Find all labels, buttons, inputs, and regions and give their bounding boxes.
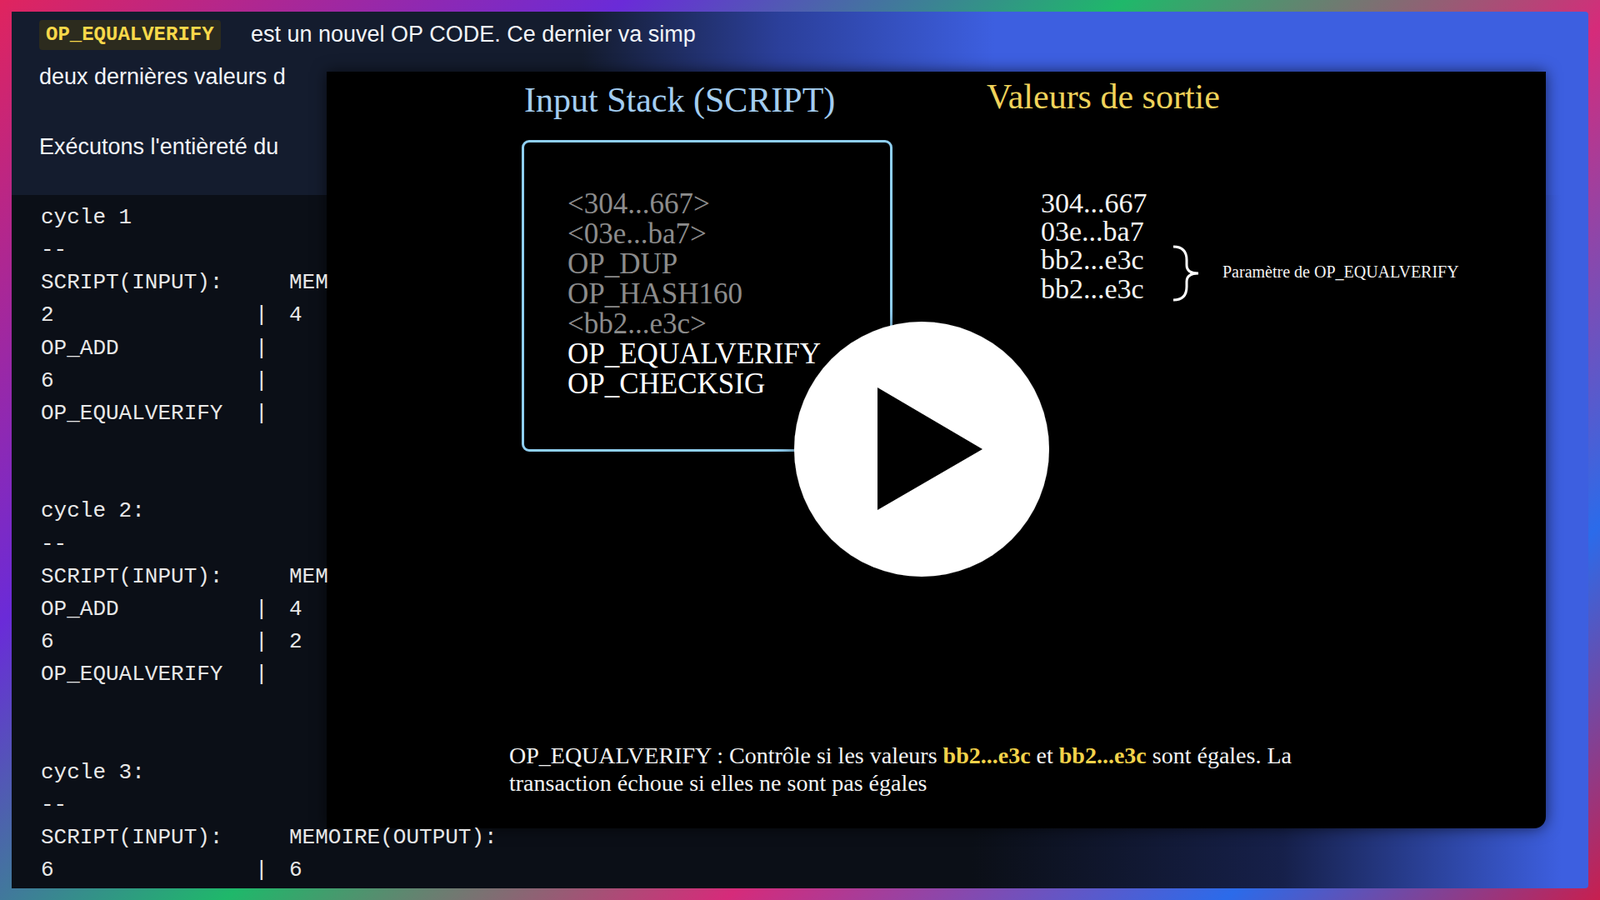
separator: -- <box>40 531 67 557</box>
stack-cell: 6 <box>289 857 303 883</box>
stack-cell: OP_ADD <box>40 596 120 622</box>
play-circle <box>794 321 1050 577</box>
stack-cell: 6 <box>40 857 55 883</box>
column-bar: | <box>255 302 269 328</box>
intro-text: deux dernières valeurs d <box>39 63 286 90</box>
output-value: 03e...ba7 <box>1040 216 1145 247</box>
column-header: MEMOIRE(OUTPUT): <box>289 825 498 850</box>
video-frame <box>326 71 1546 829</box>
separator: -- <box>40 237 67 263</box>
column-bar: | <box>255 629 269 655</box>
stack-cell: 4 <box>289 302 303 328</box>
intro-text: Exécutons l'entièreté du <box>39 133 279 160</box>
column-bar: | <box>255 596 269 622</box>
column-header: MEM <box>289 564 329 590</box>
curly-brace <box>1173 246 1199 300</box>
cycle-title: cycle 1 <box>40 205 132 230</box>
caption-text: OP_EQUALVERIFY : Contrôle si les valeurs <box>509 742 938 769</box>
highlight-value: bb2...e3c <box>943 742 1031 769</box>
inline-code: OP_EQUALVERIFY <box>39 20 221 50</box>
column-header: SCRIPT(INPUT): <box>40 825 223 850</box>
stack-cell: OP_EQUALVERIFY <box>40 400 223 426</box>
stack-cell: OP_EQUALVERIFY <box>40 661 223 687</box>
caption-block: OP_EQUALVERIFY : Contrôle si les valeurs… <box>509 741 1351 797</box>
stack-box: Input Stack (SCRIPT)<304...667><03e...ba… <box>521 140 893 452</box>
stack-heading: Input Stack (SCRIPT) <box>524 80 835 120</box>
column-header: SCRIPT(INPUT): <box>40 564 223 590</box>
cycle-title: cycle 3: <box>40 760 145 785</box>
stack-item: <bb2...e3c> <box>567 309 890 340</box>
stack-cell: 2 <box>289 629 303 655</box>
column-bar: | <box>255 335 269 361</box>
stack-cell: 4 <box>289 596 303 622</box>
param-note: Paramètre de OP_EQUALVERIFY <box>1222 261 1460 282</box>
separator: -- <box>40 792 67 818</box>
stack-cell: 6 <box>40 368 55 394</box>
play-triangle <box>877 387 983 510</box>
stack-item: OP_HASH160 <box>567 279 890 310</box>
highlight-value: bb2...e3c <box>1059 742 1147 769</box>
stack-cell: 2 <box>40 302 55 328</box>
cycle-title: cycle 2: <box>40 498 145 524</box>
output-value: bb2...e3c <box>1040 274 1145 305</box>
stack-item: <03e...ba7> <box>567 219 890 250</box>
caption-text: et <box>1036 742 1054 769</box>
stack-item: OP_CHECKSIG <box>567 369 890 400</box>
intro-text: est un nouvel OP CODE. Ce dernier va sim… <box>250 20 696 48</box>
column-bar: | <box>255 400 269 426</box>
column-bar: | <box>255 368 269 394</box>
output-title: Valeurs de sortie <box>986 77 1220 116</box>
stack-cell: 6 <box>40 629 55 655</box>
stack-item: <304...667> <box>567 189 890 220</box>
output-value: bb2...e3c <box>1040 245 1145 275</box>
column-header: MEM <box>289 270 329 295</box>
stack-item: OP_DUP <box>567 249 890 280</box>
column-header: SCRIPT(INPUT): <box>40 270 223 295</box>
output-value: 304...667 <box>1040 188 1148 219</box>
column-bar: | <box>255 857 269 883</box>
column-bar: | <box>255 661 269 687</box>
stack-item: OP_EQUALVERIFY <box>567 339 890 370</box>
stack-cell: OP_ADD <box>40 335 120 361</box>
